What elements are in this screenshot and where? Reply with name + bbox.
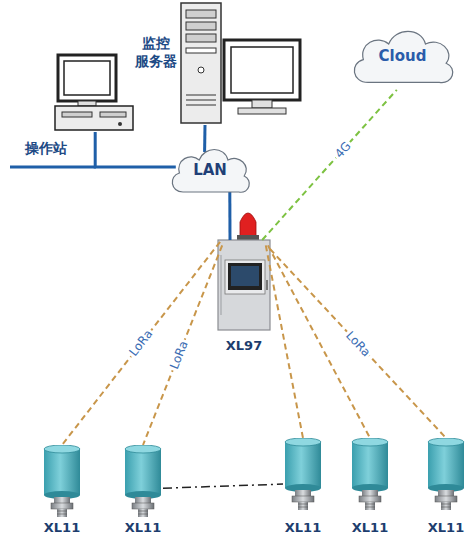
edge-label: 4G (331, 137, 356, 162)
station-node: 操作站 (52, 52, 135, 132)
sensor-icon (44, 445, 80, 517)
edge-label: LoRa (341, 326, 374, 360)
device-label: XL97 (226, 338, 262, 354)
cloud-outline (354, 31, 452, 82)
device-node: XL97 (218, 240, 270, 330)
sensor-label: XL11 (285, 520, 321, 536)
sensor-icon (285, 438, 321, 510)
connector (95, 132, 176, 167)
lan-bus (10, 166, 96, 169)
connector (228, 192, 231, 240)
cloud-node: Cloud (345, 20, 460, 92)
edge-label: LoRa (166, 337, 192, 373)
sensor-icon (125, 445, 161, 517)
server-icon (181, 3, 300, 123)
connector (163, 484, 283, 488)
connector (270, 249, 446, 438)
connector (266, 245, 303, 438)
sensor-label: XL11 (428, 520, 464, 536)
sensor-label: XL11 (352, 520, 388, 536)
cloud-label: Cloud (379, 47, 427, 65)
sensor-node: XL11 (42, 445, 82, 517)
connector (143, 245, 222, 445)
lan-label: LAN (193, 161, 227, 179)
server-node: 监控 服务器 (178, 0, 302, 125)
sensor-node: XL11 (426, 438, 466, 510)
workstation-icon (55, 55, 133, 130)
lan-node: LAN (165, 140, 255, 200)
sensor-label: XL11 (125, 520, 161, 536)
cabinet-icon (218, 213, 270, 330)
edge-label: LoRa (125, 326, 157, 361)
station-label: 操作站 (25, 140, 67, 158)
sensor-node: XL11 (123, 445, 163, 517)
sensor-node: XL11 (350, 438, 390, 510)
connector (62, 242, 220, 445)
server-label: 监控 服务器 (134, 35, 178, 70)
sensor-icon (352, 438, 388, 510)
connector (203, 125, 206, 152)
sensor-node: XL11 (283, 438, 323, 510)
sensor-label: XL11 (44, 520, 80, 536)
connector (262, 90, 397, 240)
sensor-icon (428, 438, 464, 510)
cloud-outline (172, 150, 249, 193)
